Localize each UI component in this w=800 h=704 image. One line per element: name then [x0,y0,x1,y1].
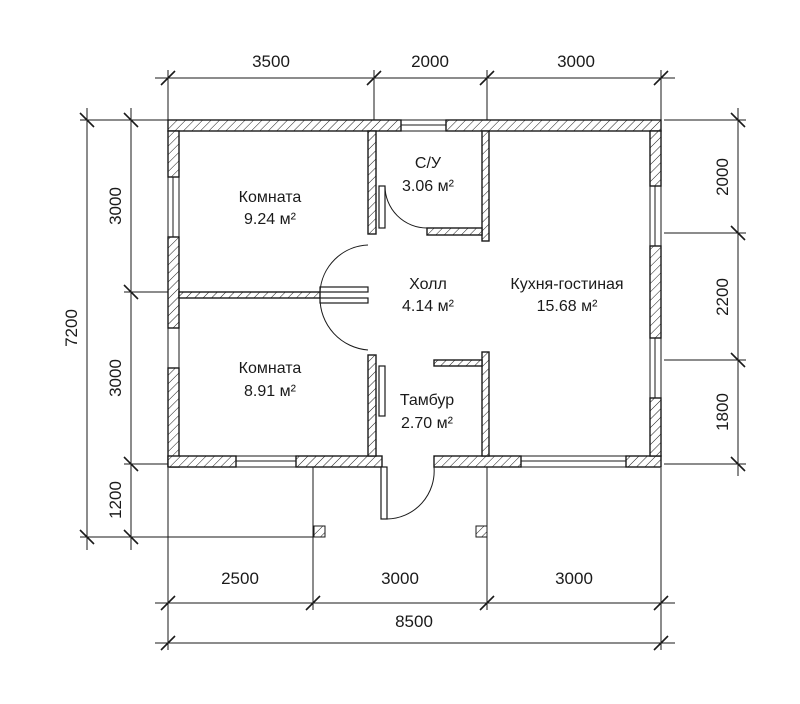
room-6-area: 2.70 м² [401,415,454,432]
porch [312,467,488,538]
room-5-name: Комната [239,360,302,377]
dim-right-3: 1800 [713,393,732,431]
dim-left-3: 1200 [106,481,125,519]
room-3-name: Холл [409,276,447,293]
dimension-lines [79,70,746,651]
room-3-area: 4.14 м² [402,298,455,315]
room-1-name: Комната [239,189,302,206]
dim-left-1: 3000 [106,187,125,225]
dim-left-2: 3000 [106,359,125,397]
dim-bottom-3: 3000 [555,569,593,588]
dim-left-total: 7200 [62,309,81,347]
dimension-labels: 3500 2000 3000 2500 3000 3000 8500 3000 … [62,52,732,631]
dim-top-2: 2000 [411,52,449,71]
room-4-area: 15.68 м² [537,298,598,315]
room-6-name: Тамбур [400,392,454,409]
dim-top-1: 3500 [252,52,290,71]
room-1-area: 9.24 м² [244,211,297,228]
dim-right-2: 2200 [713,278,732,316]
room-2-name: С/У [415,155,442,172]
room-labels: Комната 9.24 м² С/У 3.06 м² Холл 4.14 м²… [239,155,624,432]
dim-bottom-total: 8500 [395,612,433,631]
room-4-name: Кухня-гостиная [510,276,623,293]
dim-top-3: 3000 [557,52,595,71]
room-2-area: 3.06 м² [402,178,455,195]
doors [319,185,435,520]
dim-bottom-2: 3000 [381,569,419,588]
dim-bottom-1: 2500 [221,569,259,588]
walls [167,119,662,468]
room-5-area: 8.91 м² [244,383,297,400]
dim-right-1: 2000 [713,158,732,196]
